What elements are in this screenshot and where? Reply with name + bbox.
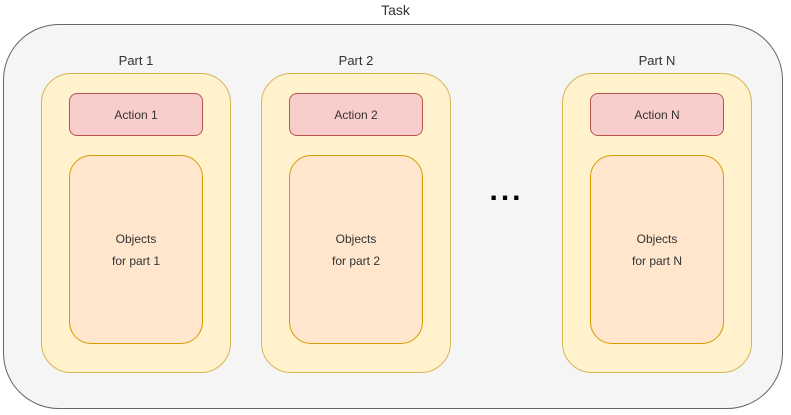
- objects-2-line1: Objects: [335, 231, 377, 246]
- ellipsis-more-parts: ...: [489, 174, 524, 207]
- action-2-box: Action 2: [289, 93, 423, 136]
- objects-n-box: Objects for part N: [590, 155, 724, 344]
- action-n-box: Action N: [590, 93, 724, 136]
- part-n-box: Action N Objects for part N: [562, 73, 752, 373]
- part-2-label: Part 2: [338, 53, 374, 68]
- objects-1-line1: Objects: [115, 231, 157, 246]
- objects-1-box: Objects for part 1: [69, 155, 203, 344]
- part-group-n: Part N Action N Objects for part N: [562, 52, 752, 373]
- action-1-box: Action 1: [69, 93, 203, 136]
- part-1-label: Part 1: [118, 53, 154, 68]
- part-2-box: Action 2 Objects for part 2: [261, 73, 451, 373]
- part-group-1: Part 1 Action 1 Objects for part 1: [41, 52, 231, 373]
- objects-2-box: Objects for part 2: [289, 155, 423, 344]
- part-1-box: Action 1 Objects for part 1: [41, 73, 231, 373]
- objects-1-line2: for part 1: [111, 253, 161, 268]
- objects-2-line2: for part 2: [331, 253, 381, 268]
- part-n-label: Part N: [638, 53, 676, 68]
- objects-n-line1: Objects: [636, 231, 678, 246]
- objects-n-line2: for part N: [631, 253, 682, 268]
- part-group-2: Part 2 Action 2 Objects for part 2: [261, 52, 451, 373]
- task-title: Task: [381, 2, 410, 18]
